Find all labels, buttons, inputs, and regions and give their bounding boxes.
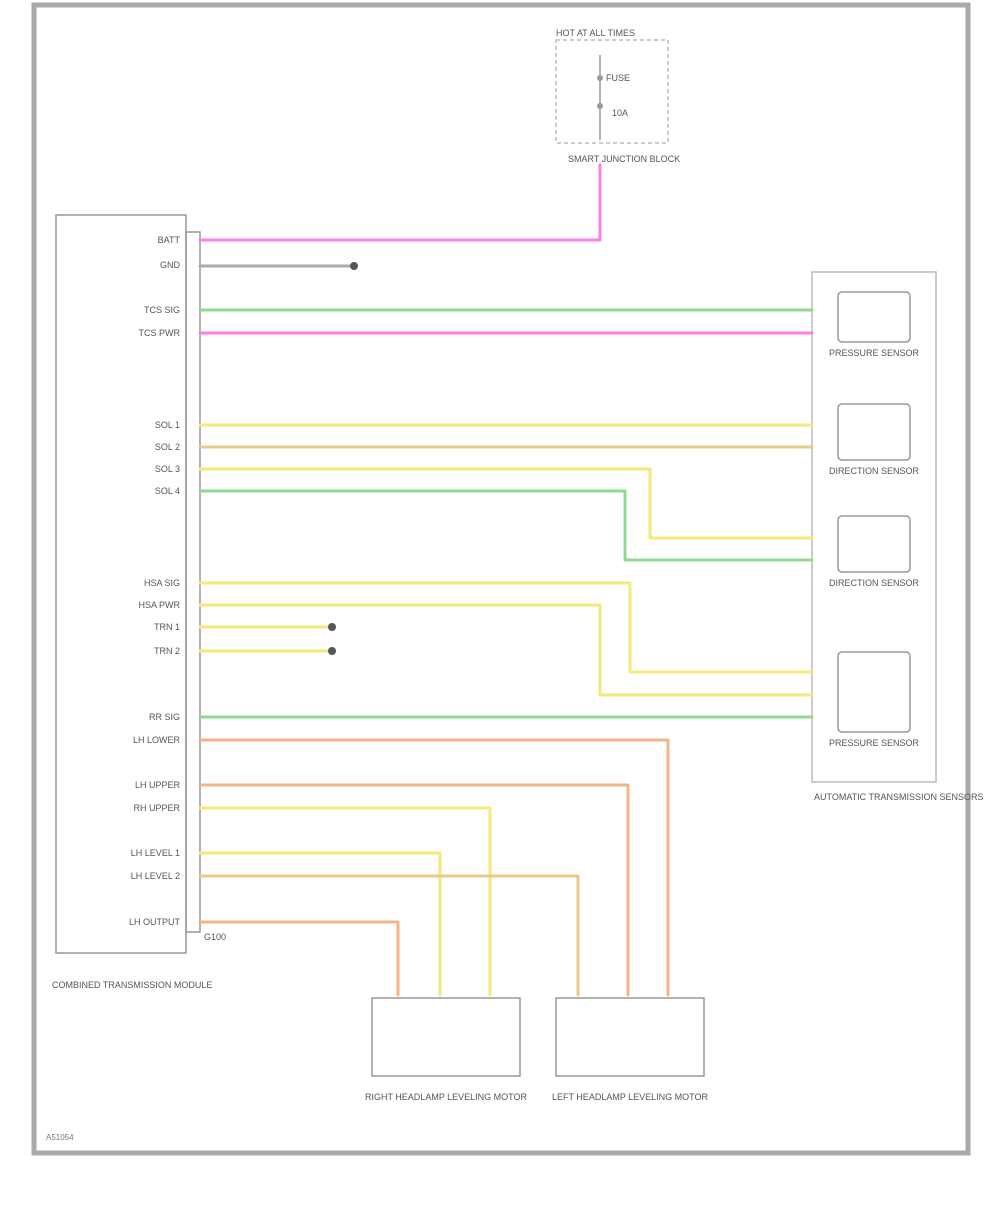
left-pin-label: RH UPPER <box>133 803 180 813</box>
left-pin-label: GND <box>160 260 181 270</box>
right-device-label: PRESSURE SENSOR <box>829 738 920 748</box>
right-device-label: DIRECTION SENSOR <box>829 578 920 588</box>
wire-rh-upper <box>198 806 492 997</box>
left-pin-label: LH OUTPUT <box>129 917 181 927</box>
trn-2-splice <box>328 647 336 655</box>
wire-sol-3 <box>198 467 814 540</box>
wire-lh-level-1 <box>198 851 442 997</box>
right-device-label: DIRECTION SENSOR <box>829 466 920 476</box>
bottom-left-device-label: RIGHT HEADLAMP LEVELING MOTOR <box>365 1092 528 1102</box>
figure-code: A51054 <box>46 1133 74 1142</box>
fuse-box: HOT AT ALL TIMES FUSE 10A SMART JUNCTION… <box>555 28 680 164</box>
left-pin-label: SOL 1 <box>155 420 180 430</box>
wires <box>198 163 814 997</box>
ground-label: G100 <box>204 932 226 942</box>
bottom-devices: RIGHT HEADLAMP LEVELING MOTOR LEFT HEADL… <box>365 997 709 1102</box>
wire-lh-output <box>198 920 400 997</box>
fuse-name: FUSE <box>606 73 630 83</box>
fuse-rating: 10A <box>612 108 628 118</box>
right-device-label: PRESSURE SENSOR <box>829 348 920 358</box>
bottom-right-device-label: LEFT HEADLAMP LEVELING MOTOR <box>552 1092 709 1102</box>
left-pin-label: SOL 3 <box>155 464 180 474</box>
left-pin-label: TCS PWR <box>139 328 181 338</box>
left-pin-label: TRN 2 <box>154 646 180 656</box>
wire-hsa-sig <box>198 581 814 674</box>
left-pin-label: LH LEVEL 1 <box>131 848 180 858</box>
wire-lh-lower <box>198 738 670 997</box>
left-pin-labels: BATT GND TCS SIG TCS PWR SOL 1 SOL 2 SOL… <box>129 235 181 927</box>
left-pin-label: RR SIG <box>149 712 180 722</box>
outer-frame <box>31 2 971 1156</box>
left-pin-label: TCS SIG <box>144 305 180 315</box>
ground-splice <box>350 262 358 270</box>
left-pin-label: HSA PWR <box>138 600 180 610</box>
wire-sol-4 <box>198 489 814 562</box>
left-module-label: COMBINED TRANSMISSION MODULE <box>52 980 212 990</box>
wire-batt <box>198 163 602 242</box>
left-pin-label: HSA SIG <box>144 578 180 588</box>
left-pin-label: SOL 2 <box>155 442 180 452</box>
wire-lh-upper <box>198 783 630 997</box>
left-pin-label: LH LOWER <box>133 735 181 745</box>
left-pin-label: LH LEVEL 2 <box>131 871 180 881</box>
wire-hsa-pwr <box>198 603 814 697</box>
left-pin-label: TRN 1 <box>154 622 180 632</box>
trn-1-splice <box>328 623 336 631</box>
wire-lh-level-2 <box>198 874 580 997</box>
fuse-caption: SMART JUNCTION BLOCK <box>568 154 680 164</box>
right-sensor-group: PRESSURE SENSOR DIRECTION SENSOR DIRECTI… <box>811 271 984 802</box>
left-pin-label: SOL 4 <box>155 486 180 496</box>
left-pin-label: BATT <box>158 235 181 245</box>
right-group-label: AUTOMATIC TRANSMISSION SENSORS <box>814 792 984 802</box>
left-pin-label: LH UPPER <box>135 780 181 790</box>
fuse-box-label: HOT AT ALL TIMES <box>556 28 635 38</box>
